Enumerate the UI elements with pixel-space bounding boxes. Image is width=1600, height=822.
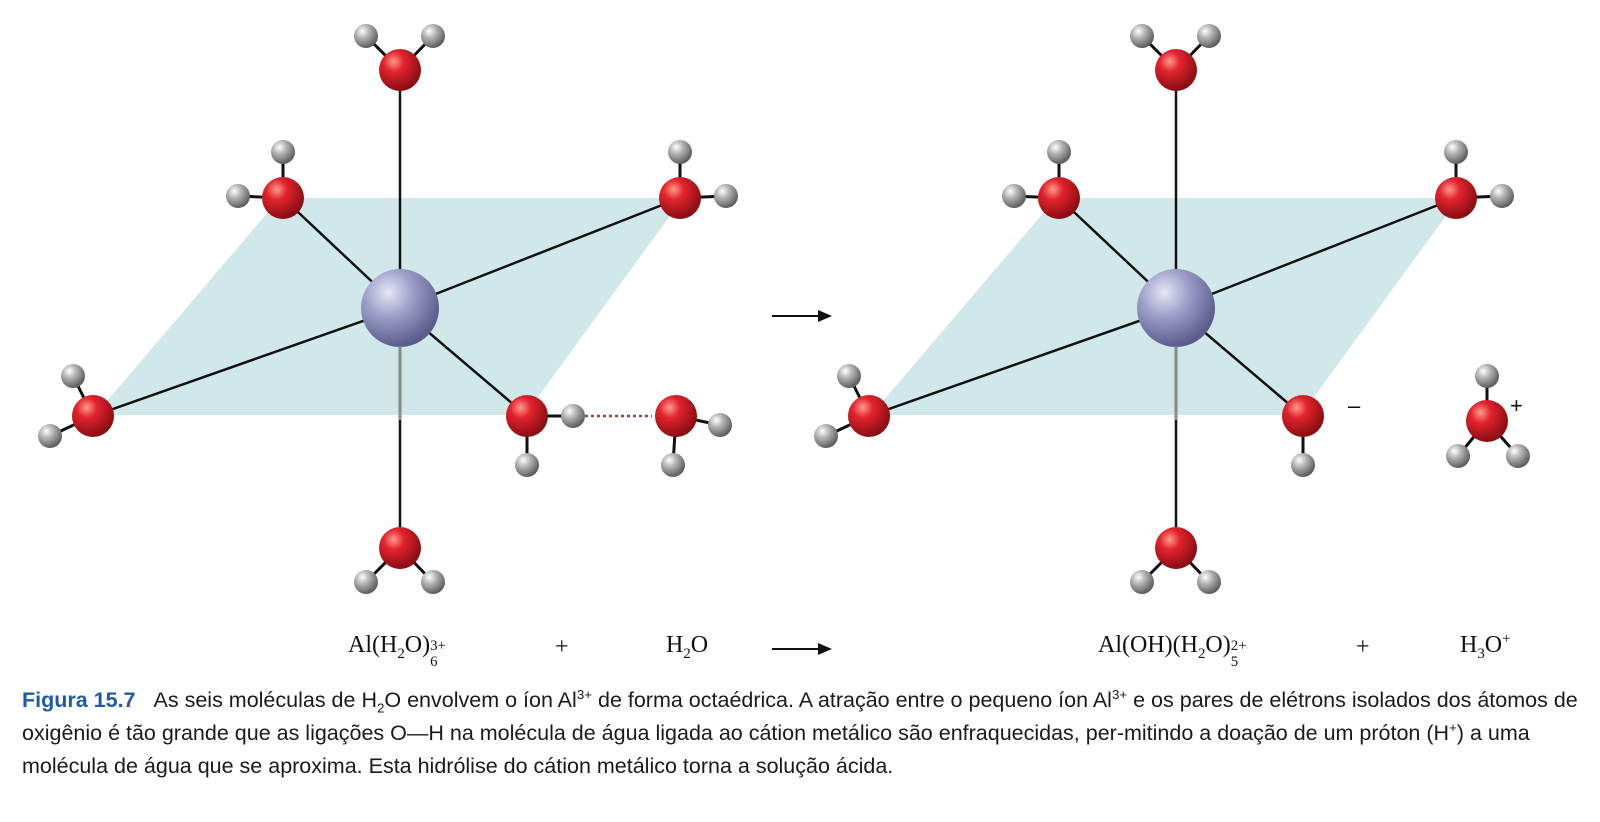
water-ligand-upper-left xyxy=(226,140,304,219)
oxygen-atom xyxy=(1282,395,1324,437)
free-molecules xyxy=(585,364,1530,477)
al-o-bond-upper-right xyxy=(399,196,681,310)
hydroxide-ligand xyxy=(1282,395,1324,477)
hydrogen-atom xyxy=(1446,444,1470,468)
oxygen-atom xyxy=(379,49,421,91)
oxygen-atom xyxy=(506,395,548,437)
oxygen-atom xyxy=(72,395,114,437)
aluminum-atom xyxy=(361,269,439,347)
hydronium-label: H3O+ xyxy=(1460,631,1511,662)
plus-sign-1: + xyxy=(555,634,569,660)
figure-title: Figura 15.7 xyxy=(22,688,136,712)
water-ligand-top xyxy=(354,24,445,91)
hydrogen-atom xyxy=(714,184,738,208)
oxygen-atom xyxy=(1155,49,1197,91)
hydrogen-atom xyxy=(561,404,585,428)
water-ligand-upper-left xyxy=(1002,140,1080,219)
hydrogen-atom xyxy=(515,453,539,477)
hydrogen-atom xyxy=(1130,24,1154,48)
plus-sign-2: + xyxy=(1356,634,1370,660)
hydrogen-atom xyxy=(1444,140,1468,164)
hydrogen-atom xyxy=(354,570,378,594)
hydrogen-atom xyxy=(1506,444,1530,468)
oxygen-atom xyxy=(262,177,304,219)
hydrogen-atom xyxy=(668,140,692,164)
oxygen-atom xyxy=(655,395,697,437)
water-ligand-lower-left xyxy=(38,364,114,448)
hydrogen-atom xyxy=(1475,364,1499,388)
oxygen-atom xyxy=(1435,177,1477,219)
water-ligand-bottom xyxy=(1130,527,1221,594)
hydrogen-atom xyxy=(1197,570,1221,594)
water-ligand-lower-left xyxy=(814,364,890,448)
water-ligand-upper-right xyxy=(659,140,738,219)
water-ligand-upper-right xyxy=(1435,140,1514,219)
water-ligand-lower-right xyxy=(506,395,585,477)
water-ligand-top xyxy=(1130,24,1221,91)
reactant-complex-label: Al(H2O)3+6 xyxy=(348,632,446,670)
hydrogen-atom xyxy=(708,413,732,437)
product-complex xyxy=(814,24,1514,594)
hydrogen-atom xyxy=(837,364,861,388)
hydrogen-atom xyxy=(38,424,62,448)
hydrogen-atom xyxy=(1490,184,1514,208)
product-complex-label: Al(OH)(H2O)2+5 xyxy=(1098,632,1247,670)
oxygen-atom xyxy=(659,177,701,219)
hydrogen-atom xyxy=(421,570,445,594)
hydrogen-atom xyxy=(1047,140,1071,164)
hydrogen-atom xyxy=(1197,24,1221,48)
water-ligand-bottom xyxy=(354,527,445,594)
hydrogen-atom xyxy=(1002,184,1026,208)
al-o-bond-upper-right xyxy=(1175,196,1457,310)
reactant-complex xyxy=(38,24,738,594)
oxygen-atom xyxy=(848,395,890,437)
hydrogen-atom xyxy=(61,364,85,388)
water-label: H2O xyxy=(666,632,709,662)
al-o-bond-lower-left xyxy=(868,306,1177,418)
oxygen-atom xyxy=(1466,400,1508,442)
approaching-water xyxy=(655,395,732,477)
hydrogen-atom xyxy=(814,424,838,448)
hydrogen-atom xyxy=(271,140,295,164)
hydrogen-atom xyxy=(421,24,445,48)
oxygen-atom xyxy=(1038,177,1080,219)
hydrogen-atom xyxy=(1130,570,1154,594)
hydroxide-charge: – xyxy=(1348,393,1361,418)
al-o-bond-lower-left xyxy=(92,306,401,418)
aluminum-atom xyxy=(1137,269,1215,347)
hydronium-charge: + xyxy=(1510,393,1523,418)
oxygen-atom xyxy=(379,527,421,569)
hydrogen-atom xyxy=(354,24,378,48)
hydrogen-atom xyxy=(1291,453,1315,477)
hydrogen-atom xyxy=(661,453,685,477)
oxygen-atom xyxy=(1155,527,1197,569)
hydrogen-atom xyxy=(226,184,250,208)
hydronium-ion xyxy=(1446,364,1530,468)
reaction-arrows xyxy=(772,310,832,655)
